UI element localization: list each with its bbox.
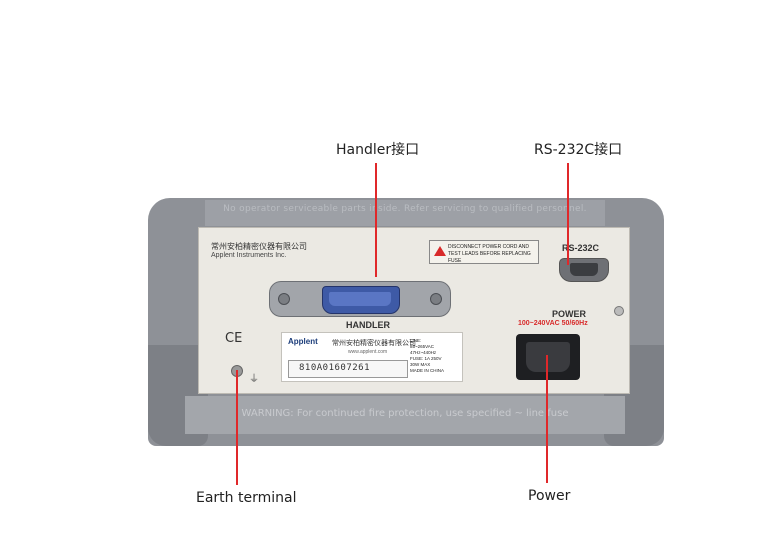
power-inlet-socket xyxy=(526,342,570,372)
housing-bottom-rim: WARNING: For continued fire protection, … xyxy=(185,396,625,434)
fuse-warning-label-text: DISCONNECT POWER CORD AND TEST LEADS BEF… xyxy=(448,244,531,264)
handler-connector-socket xyxy=(329,292,391,306)
nameplate-company-cn: 常州安柏精密仪器有限公司 xyxy=(332,339,416,347)
spec-origin: MADE IN CHINA xyxy=(410,368,445,373)
handler-left-screw xyxy=(278,293,290,305)
fuse-warning-text: WARNING: For continued fire protection, … xyxy=(241,408,569,419)
handler-callout-label: Handler接口 xyxy=(336,142,420,158)
nameplate-specs: LINE: 85~265VAC 47Hz~440Hz FUSE: 1A 250V… xyxy=(410,338,458,374)
rs232-port[interactable] xyxy=(559,258,609,282)
handler-centronics-connector xyxy=(322,286,400,314)
nameplate: Applent 常州安柏精密仪器有限公司 www.applent.com 810… xyxy=(281,332,463,382)
rs232-callout-label: RS-232C接口 xyxy=(534,142,623,158)
rear-panel: 常州安柏精密仪器有限公司 Applent Instruments Inc. DI… xyxy=(198,227,630,394)
spec-fuse: FUSE: 1A 250V xyxy=(410,356,442,361)
power-callout-line xyxy=(546,355,548,483)
power-inlet[interactable] xyxy=(516,334,580,380)
embossed-notice: No operator serviceable parts inside. Re… xyxy=(223,204,587,214)
ce-mark: CE xyxy=(225,331,243,346)
rs232-callout-line xyxy=(567,163,569,265)
handler-callout-line xyxy=(375,163,377,277)
ground-icon: ⏚ xyxy=(249,374,259,385)
rs232-port-socket xyxy=(570,263,598,276)
power-label: POWER xyxy=(552,309,587,319)
company-name-en: Applent Instruments Inc. xyxy=(211,252,287,259)
spec-line: LINE: xyxy=(410,338,422,343)
power-callout-label: Power xyxy=(528,488,571,504)
panel-screw xyxy=(614,306,624,316)
spec-power: 30W MAX xyxy=(410,362,431,367)
spec-frequency: 47Hz~440Hz xyxy=(410,350,437,355)
nameplate-url: www.applent.com xyxy=(348,349,388,355)
spec-voltage: 85~265VAC xyxy=(410,344,435,349)
earth-terminal-callout-label: Earth terminal xyxy=(196,490,297,506)
power-spec: 100~240VAC 50/60Hz xyxy=(518,320,588,327)
handler-port[interactable] xyxy=(269,281,451,317)
warning-icon xyxy=(434,246,446,256)
nameplate-logo: Applent xyxy=(288,337,318,346)
handler-right-screw xyxy=(430,293,442,305)
earth-callout-line xyxy=(236,370,238,485)
handler-port-label: HANDLER xyxy=(346,320,390,330)
nameplate-serial-box: 810A01607261 xyxy=(288,360,408,378)
housing-top-frame: No operator serviceable parts inside. Re… xyxy=(205,200,605,226)
fuse-warning-label: DISCONNECT POWER CORD AND TEST LEADS BEF… xyxy=(429,240,539,264)
company-name-cn: 常州安柏精密仪器有限公司 xyxy=(211,242,307,251)
rs232-port-label: RS-232C xyxy=(562,243,600,253)
serial-number: 810A01607261 xyxy=(299,363,371,373)
